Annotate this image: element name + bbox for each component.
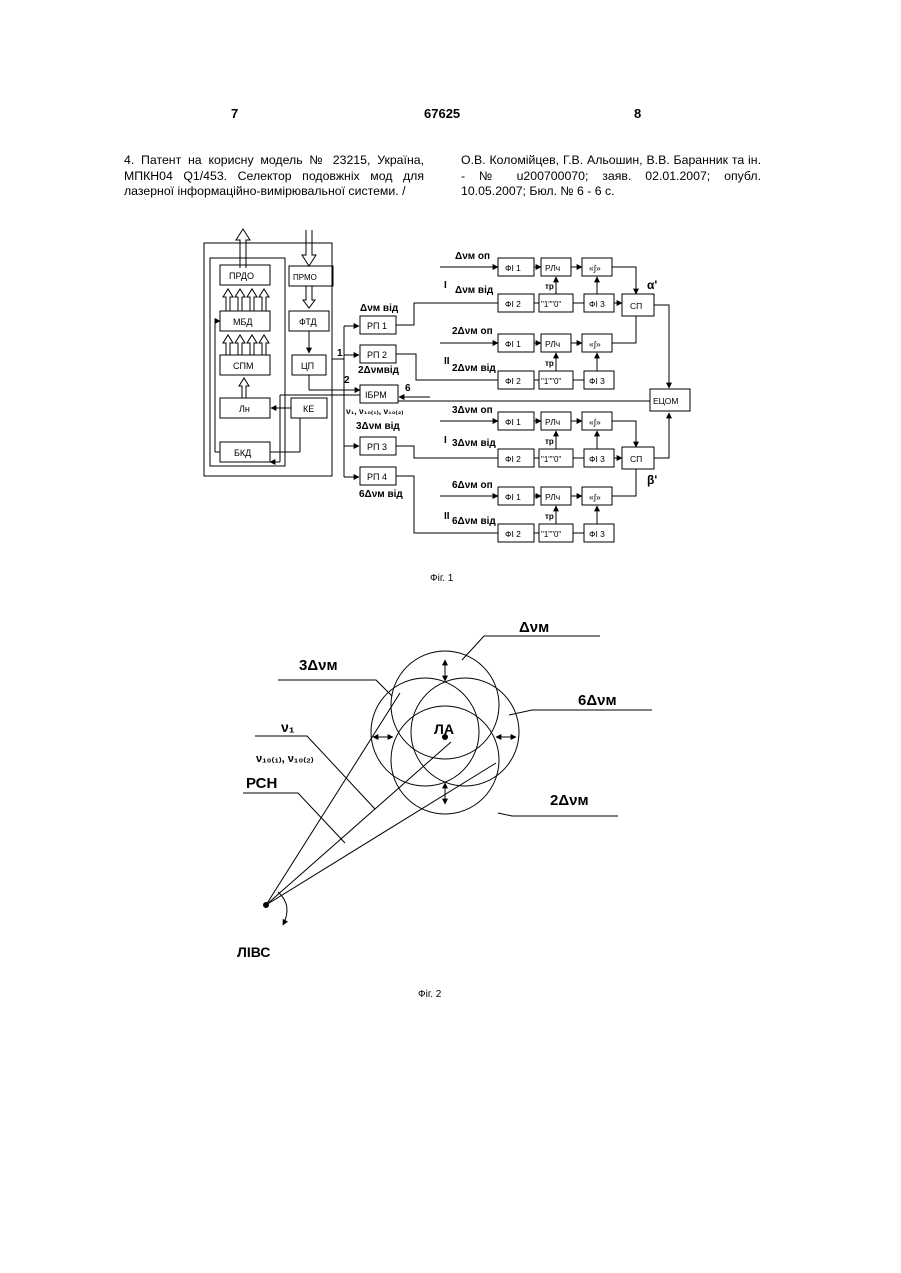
label-rlch: РЛч bbox=[545, 417, 560, 427]
label-mbd: МБД bbox=[233, 317, 253, 327]
label-fi2: ФІ 2 bbox=[505, 454, 521, 464]
label-rlch: РЛч bbox=[545, 492, 560, 502]
label-rlch: РЛч bbox=[545, 263, 560, 273]
label-ibrm: ІБРМ bbox=[365, 390, 387, 400]
label-tsp: ЦП bbox=[301, 361, 314, 371]
label-num-1: 1 bbox=[337, 348, 343, 359]
label-spm: СПМ bbox=[233, 361, 253, 371]
label-gate: "1""0" bbox=[541, 377, 561, 386]
label-rp1-input: Δνм від bbox=[360, 303, 399, 314]
label-la: ЛА bbox=[434, 721, 454, 737]
label-roman-i: I bbox=[444, 280, 447, 291]
label-6dv: 6Δνм bbox=[578, 692, 617, 709]
label-fi1: ФІ 1 bbox=[505, 492, 521, 502]
label-dv: Δνм bbox=[519, 619, 549, 636]
label-fi3: ФІ 3 bbox=[589, 454, 605, 464]
label-rp4-input: 6Δνм від bbox=[359, 489, 403, 500]
label-fi3: ФІ 3 bbox=[589, 529, 605, 539]
label-integrator: «∫» bbox=[589, 492, 601, 502]
label-dv6-op: 6Δνм оп bbox=[452, 480, 493, 491]
label-tr: тр bbox=[545, 512, 554, 521]
label-beta: β' bbox=[647, 473, 657, 487]
label-fi1: ФІ 1 bbox=[505, 263, 521, 273]
label-alpha: α' bbox=[647, 278, 657, 292]
label-rp2-input: 2Δνмвід bbox=[358, 365, 400, 376]
label-rp1: РП 1 bbox=[367, 321, 387, 331]
label-sp: СП bbox=[630, 454, 642, 464]
label-roman-ii: II bbox=[444, 511, 450, 522]
figure-2-labels: Δνм 3Δνм 6Δνм 2Δνм ν₁ ν₁₀₍₁₎, ν₁₀₍₂₎ РСН… bbox=[237, 619, 617, 960]
label-tr: тр bbox=[545, 282, 554, 291]
label-dv3-vid: 3Δνм від bbox=[452, 438, 496, 449]
label-dv2-op: 2Δνм оп bbox=[452, 326, 493, 337]
label-ftd: ФТД bbox=[299, 317, 317, 327]
label-ke: КЕ bbox=[303, 404, 314, 414]
label-etsom: ЕЦОМ bbox=[653, 396, 678, 406]
label-nu10: ν₁₀₍₁₎, ν₁₀₍₂₎ bbox=[256, 753, 314, 765]
circle-6dv bbox=[411, 678, 519, 786]
label-fi3: ФІ 3 bbox=[589, 299, 605, 309]
label-sp: СП bbox=[630, 301, 642, 311]
label-prdo: ПРДО bbox=[229, 271, 254, 281]
label-3dv: 3Δνм bbox=[299, 657, 338, 674]
figure-1-caption: Фіг. 1 bbox=[430, 573, 454, 584]
figure-2-caption: Фіг. 2 bbox=[418, 989, 442, 1000]
label-tr: тр bbox=[545, 437, 554, 446]
label-prmo: ПРМО bbox=[293, 273, 317, 282]
label-rp2: РП 2 bbox=[367, 350, 387, 360]
label-ln: Лн bbox=[239, 404, 250, 414]
label-dv6-vid: 6Δνм від bbox=[452, 516, 496, 527]
figure-1-block-diagram bbox=[204, 229, 690, 542]
label-gate: "1""0" bbox=[541, 300, 561, 309]
label-rlch: РЛч bbox=[545, 339, 560, 349]
label-integrator: «∫» bbox=[589, 263, 601, 273]
label-fi1: ФІ 1 bbox=[505, 417, 521, 427]
label-num-6: 6 bbox=[405, 383, 411, 394]
label-gate: "1""0" bbox=[541, 530, 561, 539]
label-dv2-vid: 2Δνм від bbox=[452, 363, 496, 374]
label-fi3: ФІ 3 bbox=[589, 376, 605, 386]
label-2dv: 2Δνм bbox=[550, 792, 589, 809]
label-dv-vid: Δνм від bbox=[455, 285, 494, 296]
label-gate: "1""0" bbox=[541, 455, 561, 464]
label-fi2: ФІ 2 bbox=[505, 376, 521, 386]
label-rp3-input: 3Δνм від bbox=[356, 421, 400, 432]
label-fi1: ФІ 1 bbox=[505, 339, 521, 349]
label-integrator: «∫» bbox=[589, 417, 601, 427]
label-dv3-op: 3Δνм оп bbox=[452, 405, 493, 416]
label-num-2: 2 bbox=[344, 375, 350, 386]
label-integrator: «∫» bbox=[589, 339, 601, 349]
label-rp3: РП 3 bbox=[367, 442, 387, 452]
label-livs: ЛІВС bbox=[237, 944, 270, 960]
label-bkd: БКД bbox=[234, 448, 251, 458]
label-dv-op: Δνм оп bbox=[455, 251, 490, 262]
livs-point bbox=[264, 903, 269, 908]
label-rp4: РП 4 bbox=[367, 472, 387, 482]
label-nu1: ν₁ bbox=[281, 719, 295, 735]
label-roman-ii: II bbox=[444, 356, 450, 367]
circle-3dv bbox=[371, 678, 479, 786]
label-tr: тр bbox=[545, 359, 554, 368]
figure-2-diagram bbox=[243, 636, 652, 925]
label-ibrm-output: ν₁, ν₁₀₍₁₎, ν₁₀₍₂₎ bbox=[346, 406, 403, 416]
label-rsn: РСН bbox=[246, 775, 277, 792]
label-roman-i: I bbox=[444, 435, 447, 446]
label-fi2: ФІ 2 bbox=[505, 299, 521, 309]
label-fi2: ФІ 2 bbox=[505, 529, 521, 539]
